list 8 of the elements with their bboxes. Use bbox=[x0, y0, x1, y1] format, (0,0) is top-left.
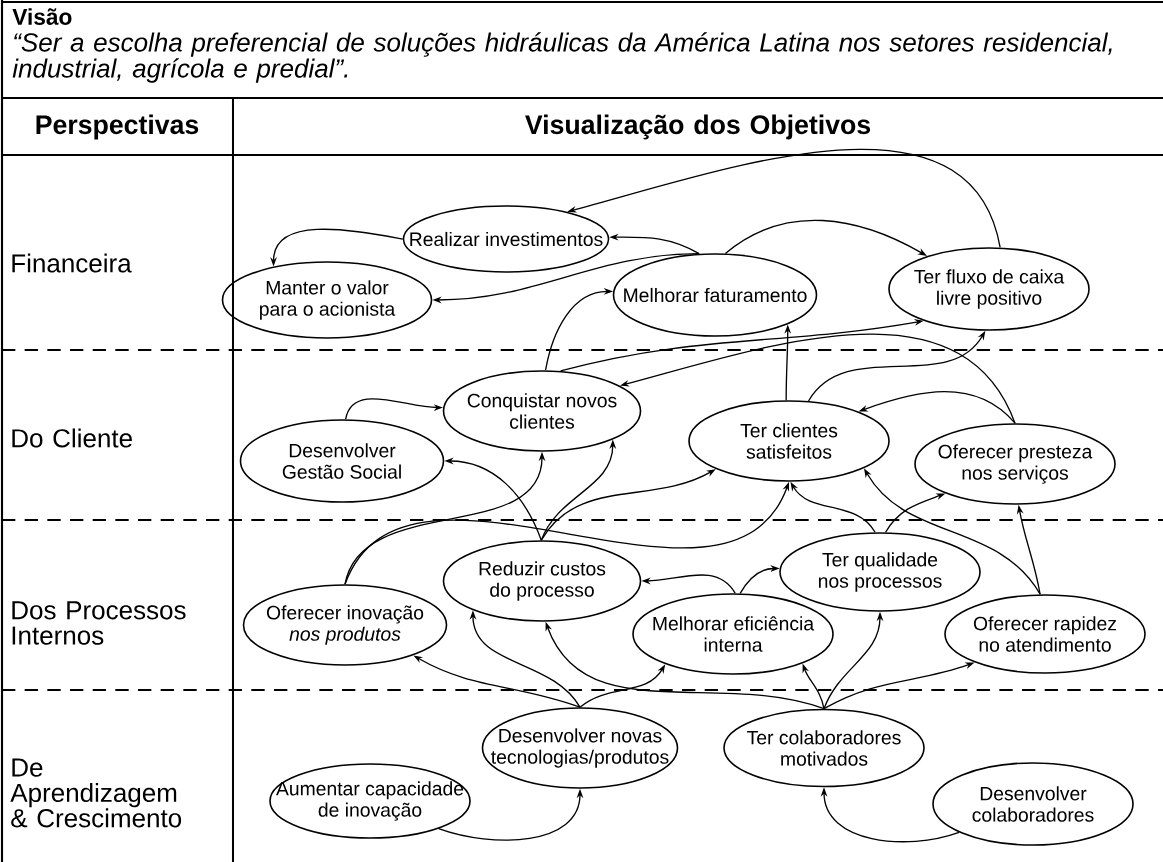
row-label: Dos Processos Internos bbox=[12, 601, 186, 645]
row-label: De Aprendizagem & Crescimento bbox=[10, 758, 182, 828]
column-header: Visualização dos Objetivos bbox=[525, 114, 871, 140]
title: Visão bbox=[12, 8, 72, 25]
row-label: Financeira bbox=[12, 253, 132, 273]
column-header: Perspectivas bbox=[36, 114, 199, 140]
vision-statement: “Ser a escolha preferencial de soluções hidráulicas da América Latina nos setores residencial, industrial, agrícola e predial”. bbox=[12, 32, 1112, 83]
row-label: Do Cliente bbox=[12, 428, 132, 448]
